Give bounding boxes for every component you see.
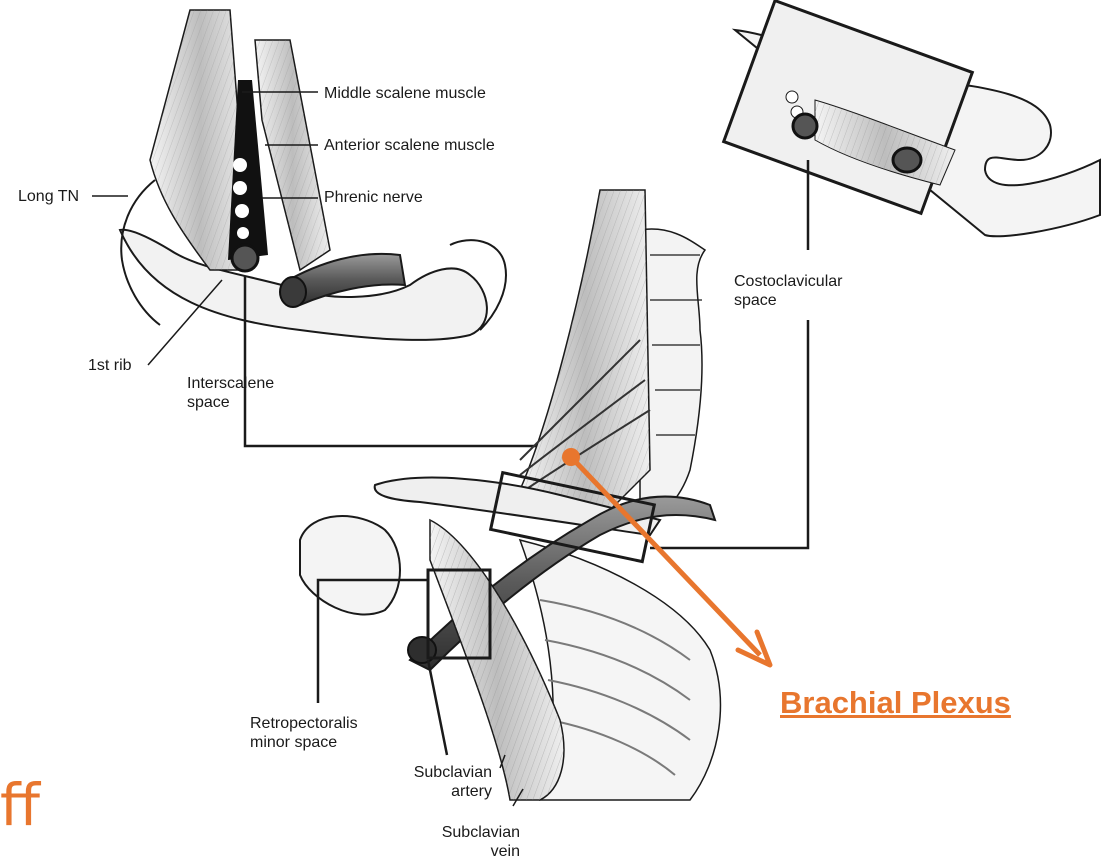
nerve-trunk-3 bbox=[235, 204, 249, 218]
label-anterior-scalene: Anterior scalene muscle bbox=[324, 136, 495, 155]
label-interscalene-space: Interscalene space bbox=[187, 374, 274, 412]
subclavian-artery-leader bbox=[428, 660, 447, 755]
slide-text-fragment: ff bbox=[0, 770, 40, 840]
label-subclavian-vein: Subclavian vein bbox=[424, 823, 520, 861]
label-retropectoralis-space: Retropectoralis minor space bbox=[250, 714, 358, 752]
label-middle-scalene: Middle scalene muscle bbox=[324, 84, 486, 103]
label-costoclavicular-space: Costoclavicular space bbox=[734, 272, 842, 310]
brachial-plexus-callout: Brachial Plexus bbox=[780, 685, 1011, 721]
nerve-trunk-2 bbox=[233, 181, 247, 195]
label-long-tn: Long TN bbox=[18, 187, 79, 206]
humeral-head bbox=[300, 516, 400, 614]
label-subclavian-artery: Subclavian artery bbox=[400, 763, 492, 801]
artery-cross-section bbox=[232, 245, 258, 271]
label-phrenic-nerve: Phrenic nerve bbox=[324, 188, 423, 207]
costoclavicular-inset-illustration bbox=[724, 1, 1100, 237]
cervical-spine bbox=[640, 229, 705, 520]
nerve-trunk-4 bbox=[237, 227, 249, 239]
nerve-trunk-1 bbox=[233, 158, 247, 172]
interscalene-inset-illustration bbox=[120, 10, 506, 340]
label-first-rib: 1st rib bbox=[88, 356, 132, 375]
